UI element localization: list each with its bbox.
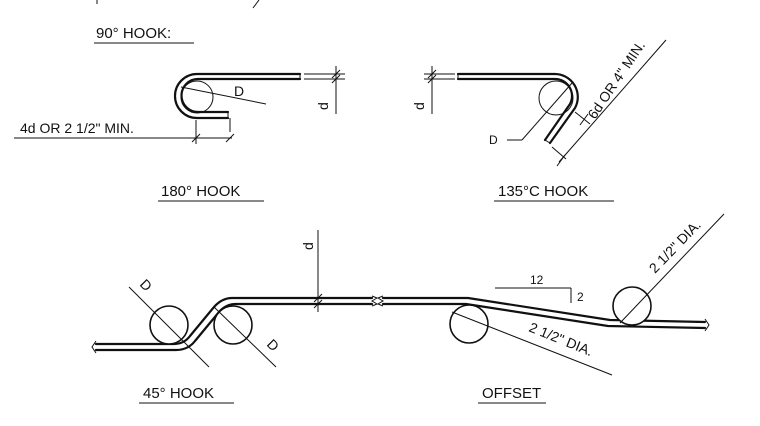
offset-title: OFFSET — [482, 385, 541, 402]
offset-slope-run: 12 — [530, 273, 544, 287]
offset-pin-lower-label: 2 1/2" DIA. — [527, 319, 595, 359]
hook-135-bend-pin — [538, 80, 574, 116]
hook-180-extension-dimension — [14, 120, 235, 144]
hook-135-detail: D d 6d OR 4" MIN. 135°C HOOK — [411, 38, 667, 202]
hook-45-detail: D D d 45° HOOK — [91, 230, 379, 404]
hook-135-bar-outer — [456, 72, 579, 145]
hook-45-D-label-left: D — [137, 276, 155, 294]
hook-45-d-dimension — [313, 230, 323, 312]
hook-180-d-label: d — [315, 102, 331, 110]
hook-180-bend-pin — [180, 80, 214, 114]
hook-180-detail: D d 4d OR 2 1/2" MIN. 180° HOOK — [14, 66, 345, 202]
hook-90-title: 90° HOOK: — [96, 25, 171, 42]
hook-45-D-label-right: D — [264, 336, 282, 354]
offset-bar-bottom — [381, 302, 707, 330]
hook-180-extension-label: 4d OR 2 1/2" MIN. — [20, 120, 134, 136]
hook-180-bar-outer — [173, 72, 302, 120]
hook-180-D-leader — [180, 86, 267, 105]
hook-135-D-leader — [521, 82, 573, 141]
offset-pin-upper — [612, 286, 652, 326]
offset-bar-top — [381, 296, 707, 324]
hook-135-d-dimension — [424, 66, 455, 114]
hook-45-break-symbol — [371, 295, 379, 307]
hook-135-extension-label: 6d OR 4" MIN. — [584, 38, 648, 122]
hook-135-D-label: D — [489, 133, 498, 147]
hook-45-pin-left — [149, 305, 189, 345]
hook-45-title: 45° HOOK — [143, 385, 214, 402]
offset-slope-rise: 2 — [577, 290, 584, 304]
offset-slope-indicator — [495, 287, 572, 303]
hook-45-D-leader-left — [128, 286, 210, 368]
offset-break-symbol — [376, 295, 384, 307]
hook-45-d-label: d — [300, 242, 316, 250]
hook-135-bar-inner — [456, 77, 574, 142]
hook-45-bar-top — [94, 296, 374, 346]
offset-detail: 12 2 2 1/2" DIA. 2 1/2" DIA. OFFSET — [376, 213, 725, 404]
cropped-previous-detail — [96, 0, 260, 9]
hook-135-extension-dimension — [551, 39, 667, 167]
hook-135-title: 135°C HOOK — [498, 183, 588, 200]
hook-180-D-label: D — [234, 83, 244, 99]
hook-135-d-label: d — [411, 102, 427, 110]
offset-pin-upper-leader — [619, 213, 725, 324]
offset-pin-lower-leader — [451, 311, 613, 376]
offset-pin-upper-label: 2 1/2" DIA. — [646, 217, 704, 276]
hook-45-bar-bottom — [94, 302, 374, 352]
hook-90-title-group: 90° HOOK: — [94, 25, 194, 44]
hook-45-D-leader-right — [213, 306, 277, 368]
hook-180-d-dimension — [304, 66, 345, 114]
hook-180-title: 180° HOOK — [161, 183, 240, 200]
